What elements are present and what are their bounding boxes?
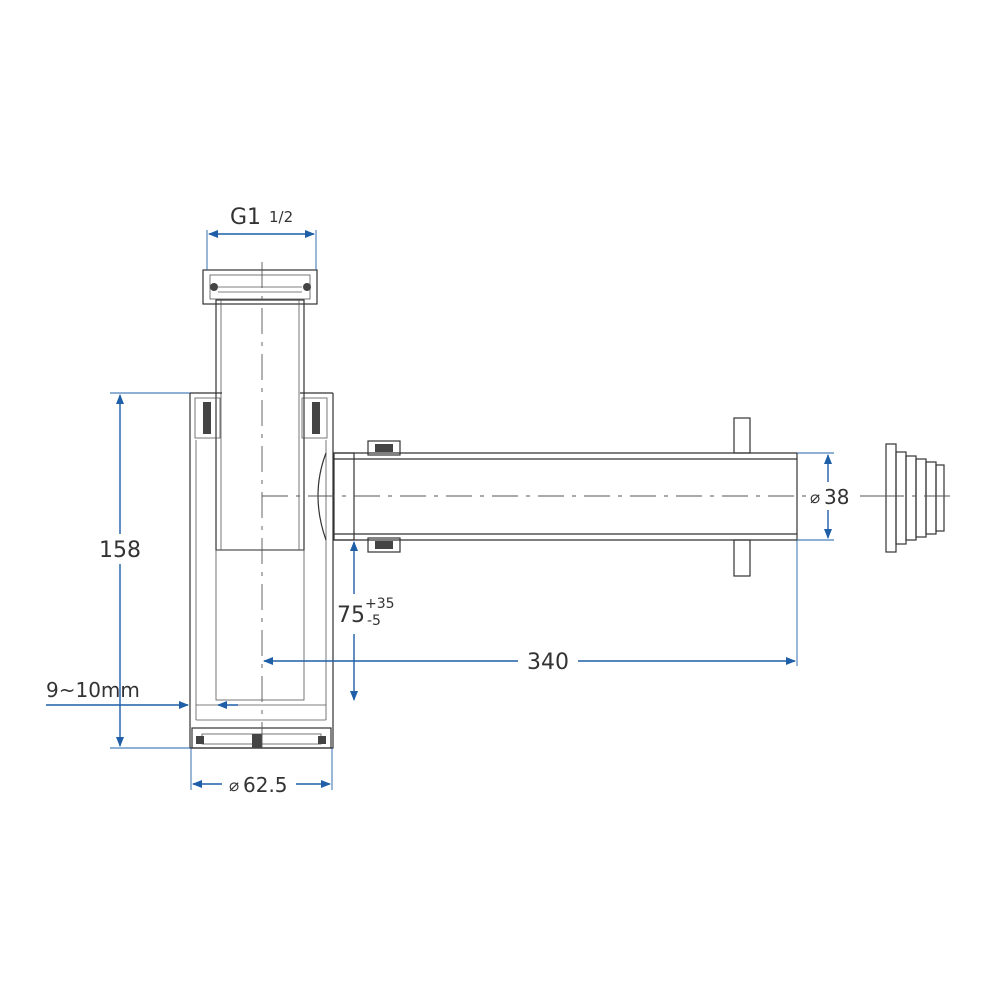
adjustable-value-label: 75: [337, 603, 365, 628]
thread-label: G1: [230, 205, 261, 230]
length-label: 340: [527, 650, 569, 675]
adjustable-height-dimension: 75 +35 -5: [336, 541, 395, 701]
rubber-seal: [885, 443, 945, 553]
inlet-nut: [202, 269, 318, 305]
body-diameter-label: 62.5: [243, 773, 288, 797]
trap-body: [189, 392, 334, 749]
thread-dimension: G1 1/2: [206, 205, 317, 270]
pipe-diameter-label: 38: [824, 485, 849, 509]
body-diameter-symbol: ⌀: [229, 776, 239, 796]
adjustable-lower-tolerance: -5: [367, 613, 381, 629]
wall-rosette: [733, 417, 751, 577]
sink-thickness-label: 9~10mm: [46, 678, 140, 702]
height-label: 158: [99, 538, 141, 563]
pipe-diameter-symbol: ⌀: [810, 488, 820, 508]
pipe-diameter-dimension: ⌀ 38: [797, 452, 858, 541]
inlet-pipe: [215, 299, 305, 551]
outlet-connection: [317, 440, 401, 553]
body-diameter-dimension: ⌀ 62.5: [190, 748, 333, 797]
center-lines: [261, 262, 950, 752]
sink-thickness-dimension: 9~10mm: [46, 678, 238, 709]
outlet-pipe: [334, 452, 798, 541]
thread-fraction-label: 1/2: [269, 208, 293, 226]
height-dimension: 158: [90, 392, 190, 749]
adjustable-upper-tolerance: +35: [365, 596, 395, 612]
length-dimension: 340: [263, 540, 798, 676]
